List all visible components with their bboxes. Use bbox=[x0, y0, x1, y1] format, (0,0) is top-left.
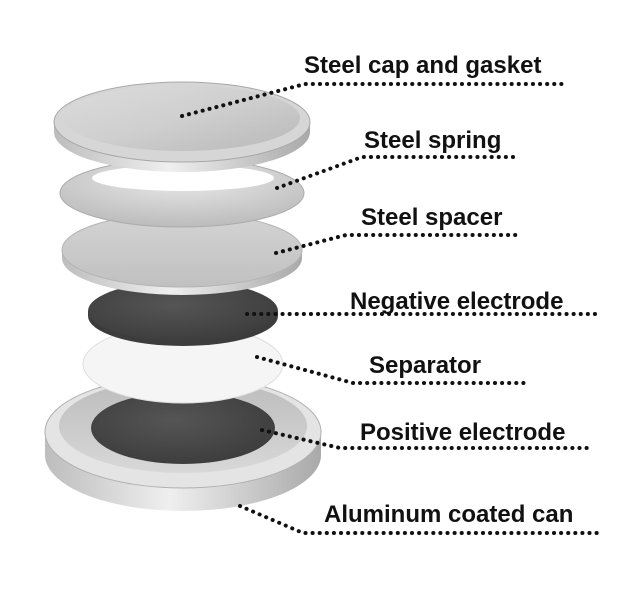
leader-spacer bbox=[274, 233, 523, 255]
leader-can bbox=[238, 504, 605, 535]
label-aluminum-can: Aluminum coated can bbox=[324, 501, 573, 528]
leader-positive bbox=[260, 428, 594, 450]
leader-spring bbox=[275, 155, 522, 190]
leader-cap bbox=[180, 82, 570, 118]
aluminum-can bbox=[44, 375, 322, 511]
label-steel-cap: Steel cap and gasket bbox=[304, 52, 541, 79]
leader-separator bbox=[255, 355, 526, 385]
steel-spring-disc bbox=[59, 158, 305, 228]
label-negative-electrode: Negative electrode bbox=[350, 288, 563, 315]
positive-electrode bbox=[91, 392, 275, 464]
label-separator: Separator bbox=[369, 352, 481, 379]
steel-spacer-disc bbox=[61, 212, 303, 295]
steel-cap bbox=[53, 81, 311, 172]
label-steel-spacer: Steel spacer bbox=[361, 204, 502, 231]
label-positive-electrode: Positive electrode bbox=[360, 419, 565, 446]
label-steel-spring: Steel spring bbox=[364, 127, 501, 154]
negative-electrode-disc bbox=[88, 281, 278, 346]
